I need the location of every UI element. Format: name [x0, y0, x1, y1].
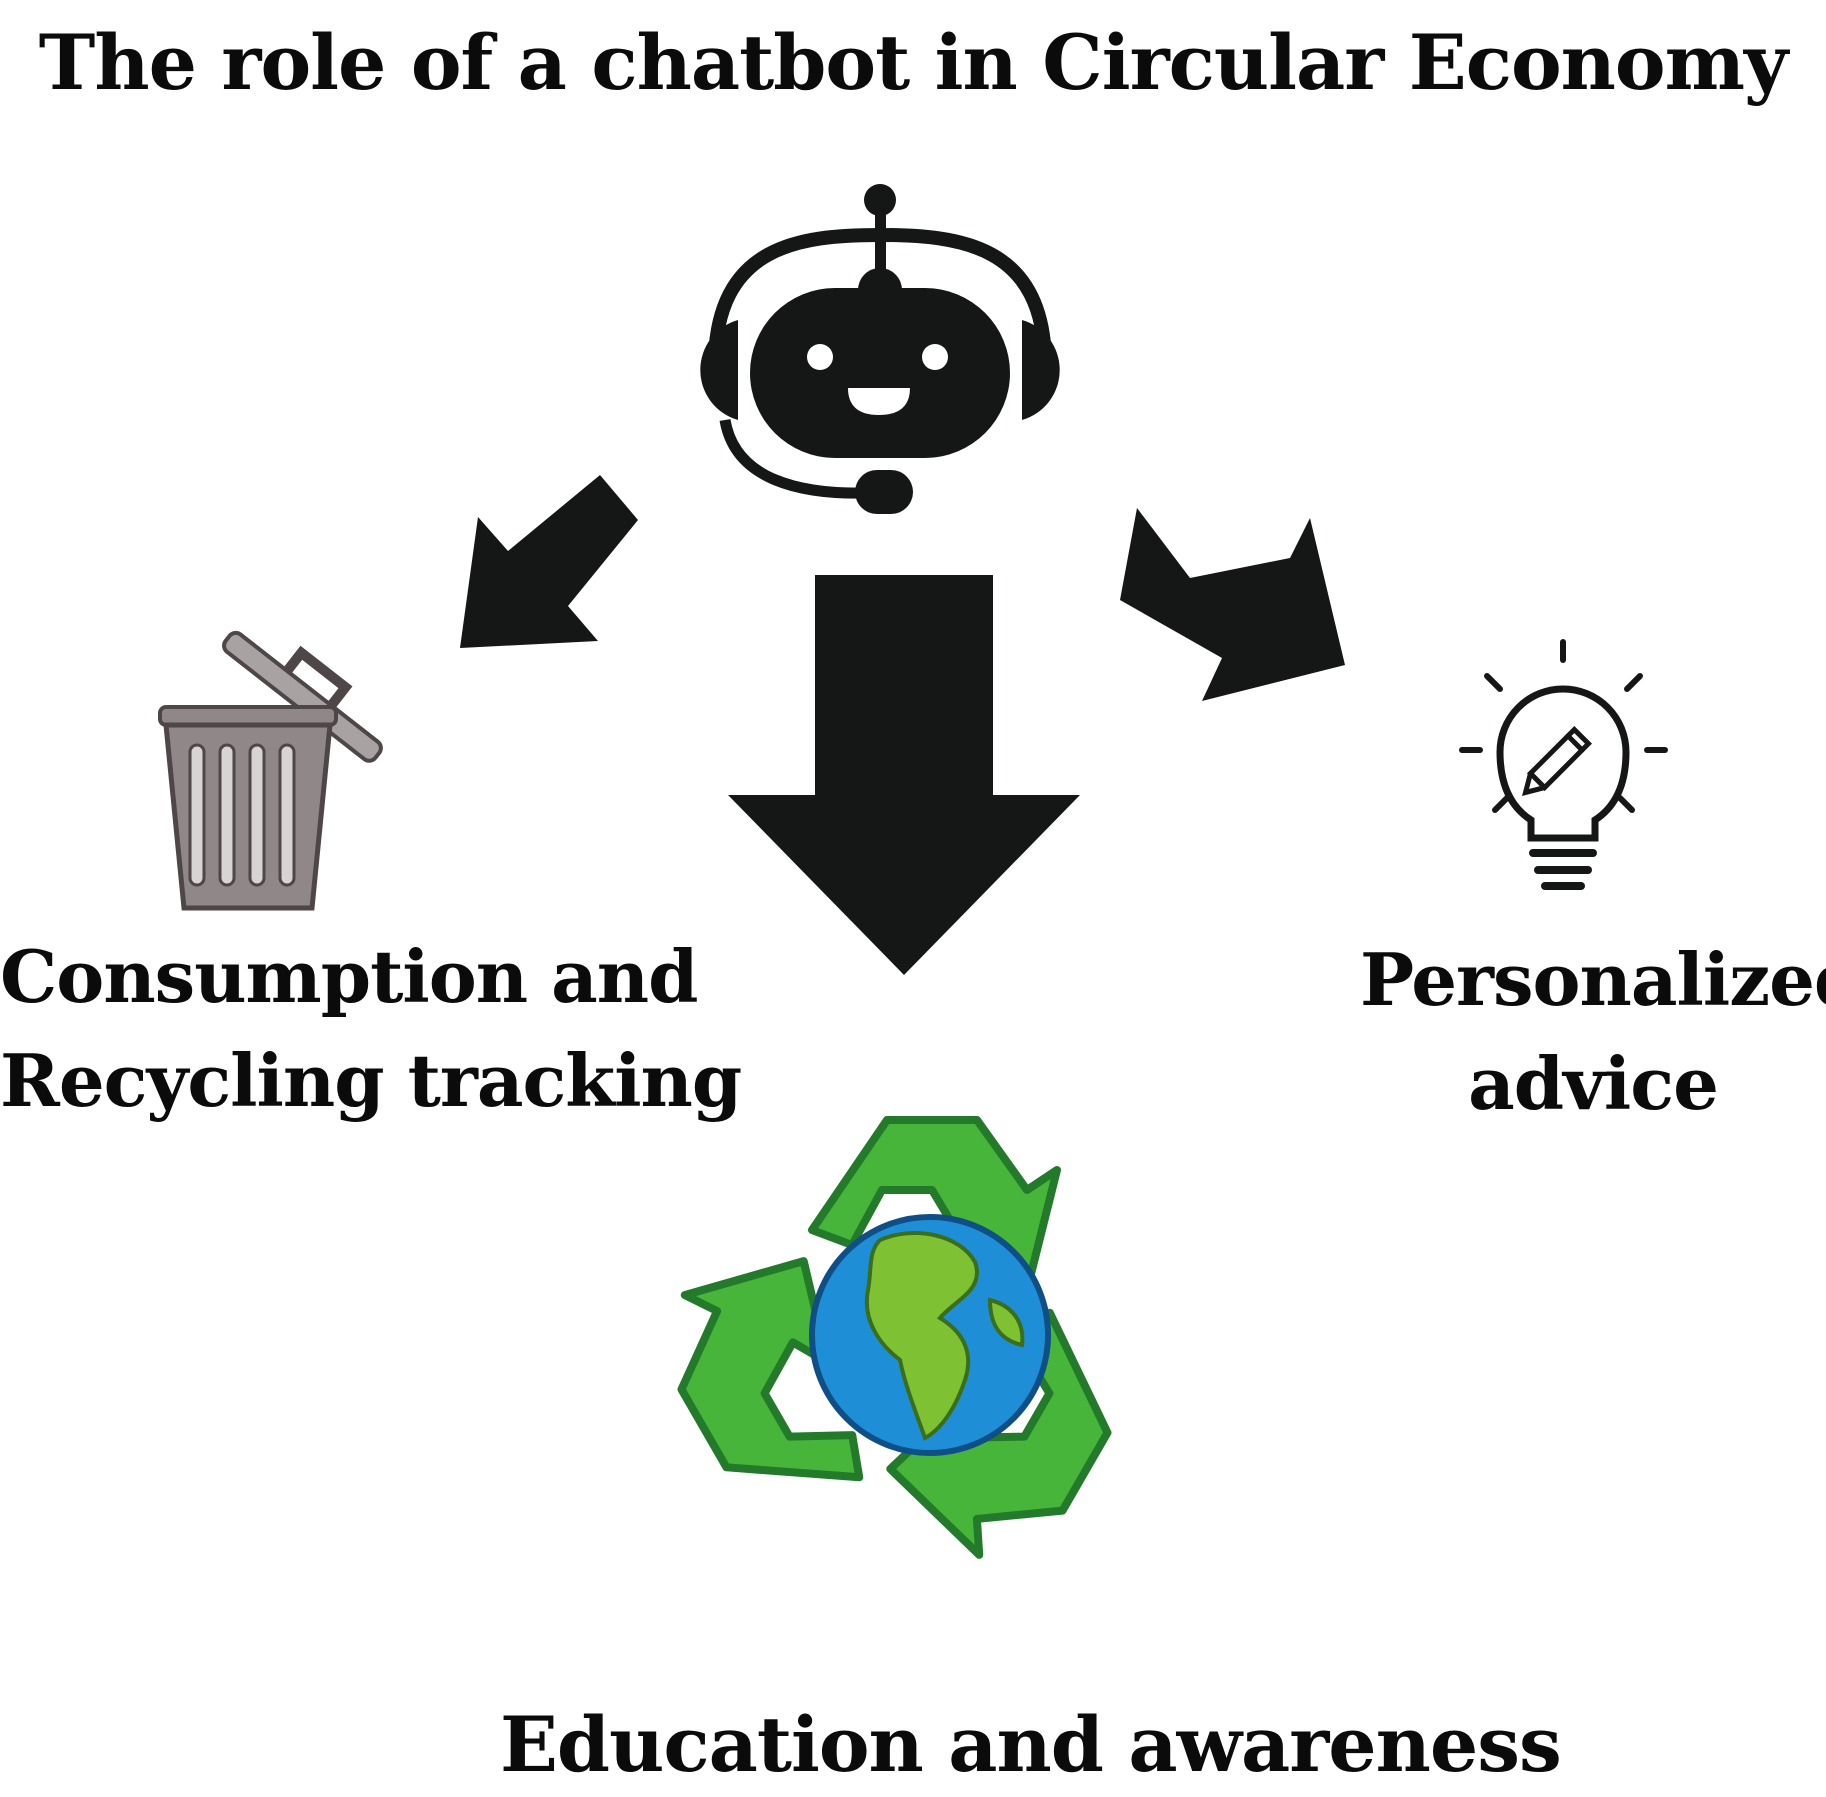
- node-label-left-line1: Consumption and: [0, 934, 698, 1019]
- arrow-to-right: [1120, 508, 1345, 701]
- node-label-bottom: Education and awareness: [500, 1700, 1562, 1789]
- recycle-globe-icon: [677, 1116, 1112, 1559]
- chatbot-headset-icon: [700, 184, 1060, 514]
- node-label-right: Personalized advice: [1360, 928, 1826, 1136]
- trash-can-icon: [158, 630, 383, 911]
- lightbulb-pencil-icon: [1459, 639, 1668, 890]
- node-label-left: Consumption and Recycling tracking: [0, 925, 742, 1133]
- diagram-title: The role of a chatbot in Circular Econom…: [38, 18, 1788, 107]
- node-label-right-line2: advice: [1468, 1041, 1719, 1126]
- arrow-to-bottom: [728, 575, 1080, 975]
- node-label-right-line1: Personalized: [1360, 937, 1826, 1022]
- node-label-left-line2: Recycling tracking: [0, 1038, 742, 1123]
- arrow-to-left: [460, 475, 638, 648]
